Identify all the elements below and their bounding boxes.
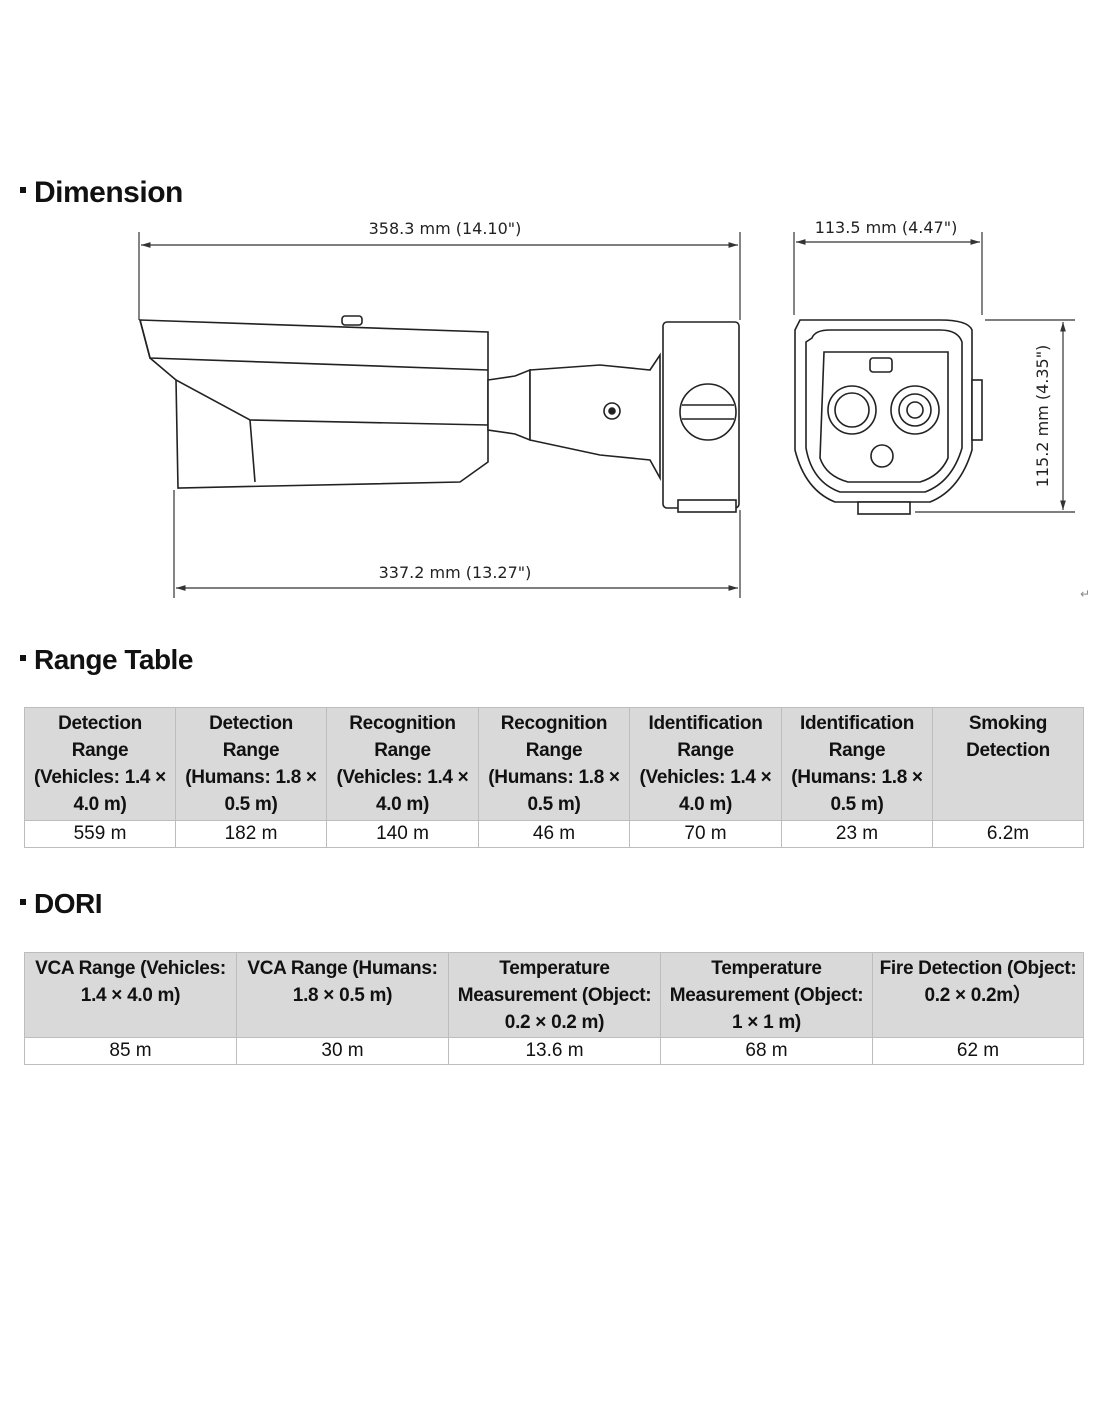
table-cell: 46 m: [478, 820, 630, 848]
table-cell: 85 m: [24, 1037, 237, 1065]
bullet-icon: [20, 654, 26, 661]
dori-heading-text: DORI: [34, 888, 103, 919]
table-header-row: Detection Range (Vehicles: 1.4 × 4.0 m) …: [24, 707, 1084, 821]
front-height-label: 115.2 mm (4.35"): [1033, 345, 1052, 488]
return-mark: ↵: [1080, 587, 1090, 601]
table-cell: 70 m: [629, 820, 782, 848]
table-cell: 23 m: [781, 820, 933, 848]
range-table-heading: Range Table: [20, 644, 193, 676]
bullet-icon: [20, 898, 26, 905]
table-header-cell: Detection Range (Vehicles: 1.4 × 4.0 m): [24, 707, 176, 821]
table-header-cell: Detection Range (Humans: 1.8 × 0.5 m): [175, 707, 327, 821]
bullet-icon: [20, 187, 26, 194]
dimension-drawing: 358.3 mm (14.10") 337.2 mm (13.27") 113.…: [138, 220, 1090, 601]
table-header-cell: Recognition Range (Humans: 1.8 × 0.5 m): [478, 707, 630, 821]
dimension-line-width: [793, 232, 983, 315]
table-header-cell: VCA Range (Humans: 1.8 × 0.5 m): [236, 952, 449, 1038]
body-length-label: 337.2 mm (13.27"): [379, 563, 532, 582]
table-cell: 182 m: [175, 820, 327, 848]
dimension-heading: Dimension: [20, 176, 183, 210]
dori-table: VCA Range (Vehicles: 1.4 × 4.0 m) VCA Ra…: [24, 952, 1084, 1065]
table-header-cell: Fire Detection (Object: 0.2 × 0.2m）: [872, 952, 1084, 1038]
dori-heading: DORI: [20, 888, 103, 920]
table-cell: 30 m: [236, 1037, 449, 1065]
table-header-cell: Smoking Detection: [932, 707, 1084, 821]
table-cell: 140 m: [326, 820, 479, 848]
table-cell: 62 m: [872, 1037, 1084, 1065]
table-cell: 6.2m: [932, 820, 1084, 848]
table-header-cell: Identification Range (Vehicles: 1.4 × 4.…: [629, 707, 782, 821]
table-row: 559 m 182 m 140 m 46 m 70 m 23 m 6.2m: [24, 820, 1084, 848]
dimension-line-overall: [138, 232, 741, 320]
table-cell: 68 m: [660, 1037, 873, 1065]
table-header-cell: VCA Range (Vehicles: 1.4 × 4.0 m): [24, 952, 237, 1038]
camera-side-view: [138, 315, 740, 513]
table-header-cell: Temperature Measurement (Object: 1 × 1 m…: [660, 952, 873, 1038]
range-table-heading-text: Range Table: [34, 644, 193, 675]
table-header-row: VCA Range (Vehicles: 1.4 × 4.0 m) VCA Ra…: [24, 952, 1084, 1038]
table-header-cell: Temperature Measurement (Object: 0.2 × 0…: [448, 952, 661, 1038]
table-cell: 559 m: [24, 820, 176, 848]
range-table: Detection Range (Vehicles: 1.4 × 4.0 m) …: [24, 707, 1084, 848]
dimension-line-body: [173, 490, 741, 598]
camera-front-view: [794, 319, 983, 515]
table-header-cell: Identification Range (Humans: 1.8 × 0.5 …: [781, 707, 933, 821]
dimension-line-height: [915, 319, 1075, 513]
dimension-heading-text: Dimension: [34, 176, 183, 209]
table-row: 85 m 30 m 13.6 m 68 m 62 m: [24, 1037, 1084, 1065]
overall-length-label: 358.3 mm (14.10"): [369, 220, 522, 238]
front-width-label: 113.5 mm (4.47"): [815, 220, 958, 237]
table-header-cell: Recognition Range (Vehicles: 1.4 × 4.0 m…: [326, 707, 479, 821]
table-cell: 13.6 m: [448, 1037, 661, 1065]
